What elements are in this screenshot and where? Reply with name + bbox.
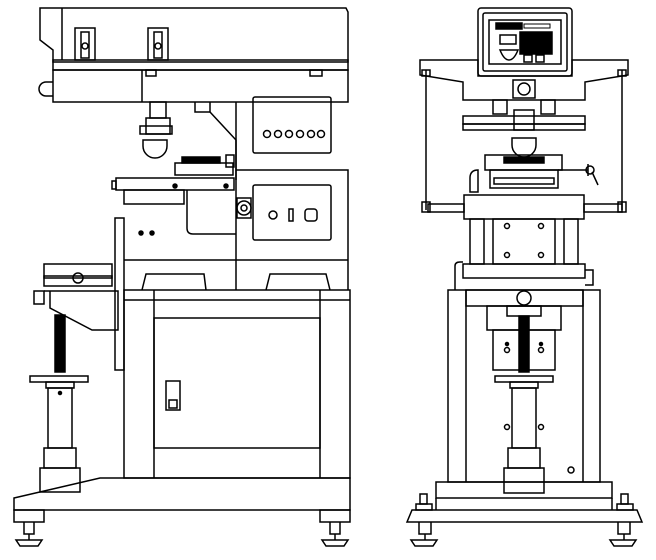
- knob-icon: [304, 208, 318, 222]
- power-indicator-icon: [268, 210, 278, 220]
- column-body: [114, 102, 349, 371]
- spring: [54, 314, 66, 373]
- guide-slot-right: [147, 27, 169, 61]
- guide-slot-left: [74, 27, 96, 61]
- front-cabinet: [447, 289, 601, 494]
- front-spring: [518, 315, 530, 373]
- top-housing: [38, 7, 349, 103]
- front-view: [405, 7, 644, 547]
- start-button[interactable]: [498, 49, 520, 61]
- front-column: [427, 169, 623, 290]
- cabinet: [123, 289, 351, 479]
- door-handle[interactable]: [165, 380, 181, 411]
- panel-buttons: [262, 129, 326, 139]
- control-box: [477, 7, 573, 77]
- upper-frame: [52, 69, 349, 103]
- side-view: [13, 7, 351, 547]
- front-base: [405, 481, 644, 547]
- display-screen: [499, 34, 517, 45]
- ink-cup-assembly: [111, 154, 235, 205]
- print-pad: [142, 139, 168, 159]
- top-bar: [419, 59, 629, 213]
- pad-head: [139, 101, 237, 180]
- front-pad-head: [462, 99, 599, 189]
- side-arm: [29, 263, 119, 493]
- upper-control-panel: [252, 96, 332, 154]
- switch-icon: [288, 208, 294, 222]
- pedestal: [47, 387, 73, 449]
- base: [13, 477, 351, 547]
- lower-control-panel: [252, 184, 332, 241]
